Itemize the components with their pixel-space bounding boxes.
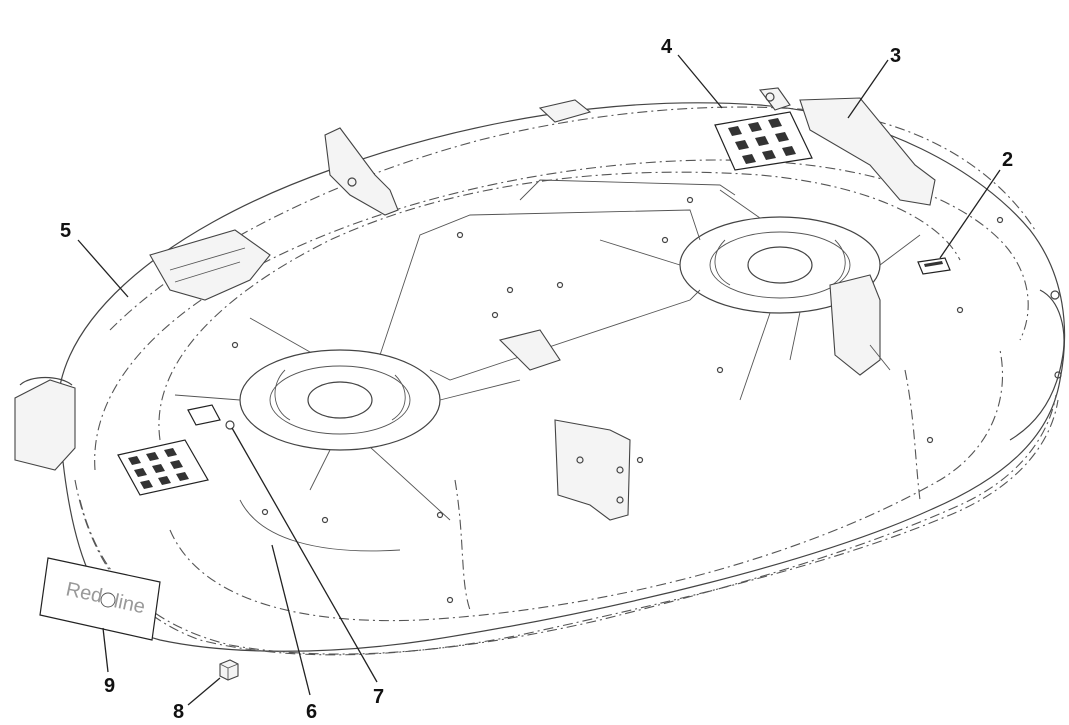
- hardware-dots: [231, 196, 1004, 604]
- leader-5: [77, 239, 129, 298]
- leader-lines: [77, 54, 1001, 706]
- belt-frame: [379, 179, 891, 521]
- spacer-block: [187, 404, 235, 430]
- callout-3: 3: [890, 45, 901, 67]
- leader-2: [939, 169, 1001, 259]
- warning-decal-rear: [714, 111, 813, 171]
- leader-7: [231, 427, 378, 683]
- leader-3: [847, 59, 889, 119]
- leader-4: [677, 54, 723, 109]
- warning-decal-front: [117, 439, 209, 496]
- deck-brackets: [149, 87, 936, 301]
- leader-8: [187, 677, 221, 706]
- small-label-decal: [917, 257, 951, 275]
- nameplate-logo-swirl: [100, 592, 116, 608]
- leader-9: [102, 627, 109, 673]
- callout-labels: 2 3 4 5 6 7 8 9: [60, 36, 1013, 723]
- spindle-right: [599, 189, 921, 401]
- callout-7: 7: [373, 686, 384, 708]
- deck-shell: [14, 102, 1066, 656]
- callout-5: 5: [60, 220, 71, 242]
- callout-9: 9: [104, 675, 115, 697]
- callout-2: 2: [1002, 149, 1013, 171]
- callout-6: 6: [306, 701, 317, 723]
- nameplate: Red line: [39, 557, 161, 641]
- leader-6: [271, 544, 311, 696]
- nut-hardware: [219, 659, 239, 681]
- spindle-left: [174, 317, 521, 521]
- callout-4: 4: [661, 36, 673, 58]
- callout-8: 8: [173, 701, 184, 723]
